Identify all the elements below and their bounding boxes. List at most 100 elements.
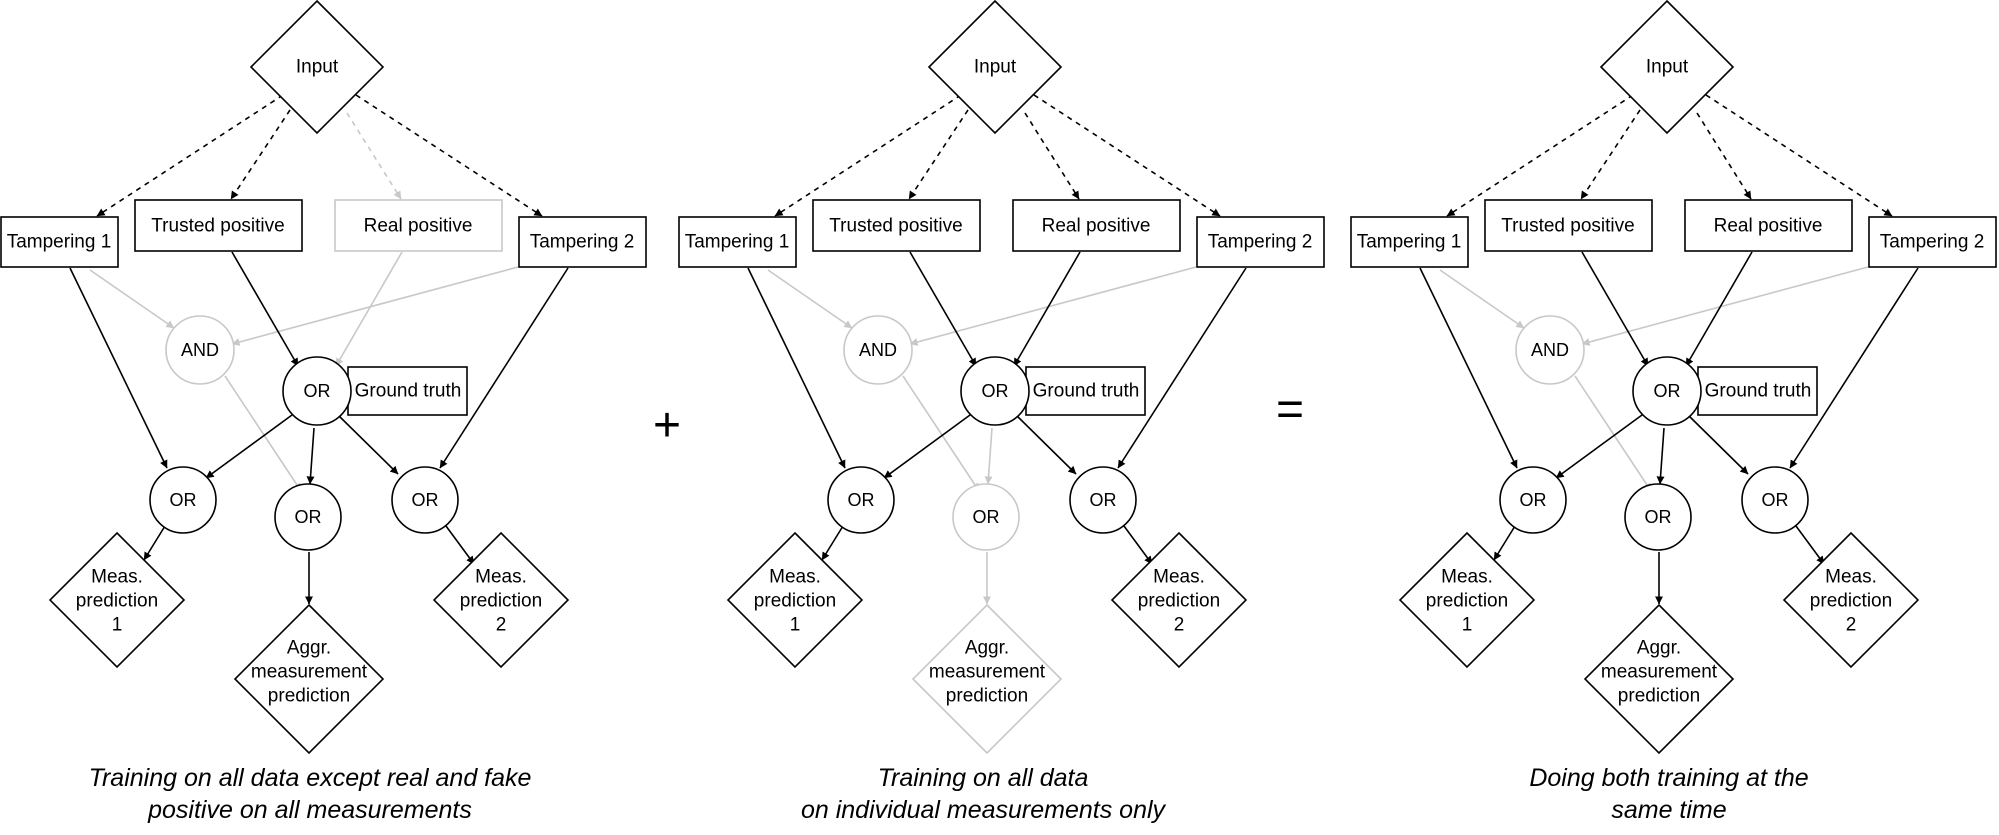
plus-operator: + [653,399,681,452]
svg-text:Ground truth: Ground truth [1705,381,1812,402]
or-center-node: OR [1632,356,1702,426]
svg-text:OR: OR [1645,507,1672,527]
edge-real-orcenter [335,251,403,367]
ground-truth-label: Ground truth [1697,366,1818,416]
svg-text:Tampering 2: Tampering 2 [530,232,635,253]
and-gate: AND [843,315,913,385]
svg-text:Aggr.: Aggr. [1637,638,1681,659]
meas-prediction-1: Meas. prediction 1 [726,531,864,669]
svg-text:Doing both training at the: Doing both training at the [1529,764,1808,792]
svg-text:prediction: prediction [1810,591,1892,612]
svg-text:Trusted positive: Trusted positive [151,216,284,237]
and-gate: AND [1515,315,1585,385]
edge-and-ormid [224,375,302,492]
svg-text:OR: OR [1520,490,1547,510]
svg-text:AND: AND [1531,340,1569,360]
svg-text:OR: OR [295,507,322,527]
or-center-node: OR [282,356,352,426]
edge-orright-meas2 [445,525,475,565]
edge-trusted-orcenter [231,251,299,367]
edges [1419,94,1919,605]
edge-tampering1-orleft [69,267,168,469]
svg-text:Meas.: Meas. [475,567,527,588]
real-positive-node: Real positive [1684,199,1853,252]
svg-text:2: 2 [1174,615,1185,636]
svg-text:2: 2 [496,615,507,636]
svg-text:OR: OR [1762,490,1789,510]
or-mid-node: OR [1624,483,1692,551]
edge-real-orcenter [1685,251,1753,367]
tampering2-node: Tampering 2 [1196,216,1325,268]
edge-orcenter-orright [1687,414,1749,475]
svg-text:OR: OR [1654,381,1681,401]
edge-input-trusted [230,109,291,200]
edge-tampering1-and [89,269,175,329]
svg-text:measurement: measurement [251,662,368,683]
edge-orcenter-orleft [205,414,293,479]
edge-tampering2-orright [1789,267,1919,469]
svg-text:Meas.: Meas. [1825,567,1877,588]
input-node: Input [927,0,1063,135]
edges [69,94,569,605]
svg-text:Tampering 1: Tampering 1 [1357,232,1462,253]
svg-text:OR: OR [1090,490,1117,510]
or-right-node: OR [1741,466,1809,534]
svg-text:AND: AND [859,340,897,360]
edge-real-orcenter [1013,251,1081,367]
svg-text:Tampering 1: Tampering 1 [7,232,112,253]
tampering1-node: Tampering 1 [1350,216,1469,268]
svg-text:prediction: prediction [754,591,836,612]
or-left-node: OR [827,466,895,534]
edge-input-tampering1 [96,94,284,217]
input-node: Input [1599,0,1735,135]
edge-tampering2-orright [1117,267,1247,469]
edge-input-trusted [1580,109,1641,200]
edge-orcenter-orleft [1555,414,1643,479]
tampering1-node: Tampering 1 [0,216,119,268]
edge-tampering1-and [1439,269,1525,329]
edge-input-tampering1 [1446,94,1634,217]
ground-truth-label: Ground truth [1025,366,1146,416]
edge-orleft-meas1 [821,525,844,561]
svg-text:on individual measurements onl: on individual measurements only [801,796,1167,824]
edges [747,94,1247,605]
svg-text:OR: OR [170,490,197,510]
svg-text:prediction: prediction [1138,591,1220,612]
or-right-node: OR [391,466,459,534]
svg-text:Tampering 1: Tampering 1 [685,232,790,253]
edge-trusted-orcenter [1581,251,1649,367]
svg-text:Real positive: Real positive [364,216,473,237]
svg-text:Meas.: Meas. [1441,567,1493,588]
edge-input-real [1024,112,1080,200]
svg-text:Trusted positive: Trusted positive [829,216,962,237]
edge-orleft-meas1 [143,525,166,561]
tampering2-node: Tampering 2 [518,216,647,268]
svg-text:Meas.: Meas. [769,567,821,588]
svg-text:Tampering 2: Tampering 2 [1880,232,1985,253]
equals-operator: = [1276,383,1304,436]
edge-input-trusted [908,109,969,200]
svg-text:1: 1 [790,615,801,636]
svg-text:1: 1 [112,615,123,636]
edge-orcenter-ormid [984,427,993,485]
panel-caption: Training on all data except real and fak… [89,764,532,824]
svg-text:Aggr.: Aggr. [965,638,1009,659]
meas-prediction-2: Meas. prediction 2 [432,531,570,669]
svg-text:Training on all data: Training on all data [878,764,1089,792]
or-mid-node: OR [274,483,342,551]
svg-text:prediction: prediction [460,591,542,612]
ground-truth-label: Ground truth [347,366,468,416]
svg-text:Input: Input [1646,57,1689,78]
svg-text:prediction: prediction [76,591,158,612]
trusted-positive-node: Trusted positive [1484,199,1653,252]
svg-text:positive on all measurements: positive on all measurements [147,796,472,824]
or-center-node: OR [960,356,1030,426]
